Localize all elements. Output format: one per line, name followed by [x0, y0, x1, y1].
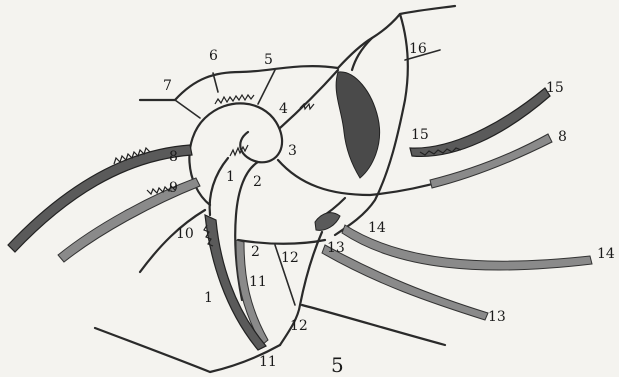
label-11-lower: 11 — [259, 354, 277, 370]
label-7: 7 — [163, 78, 172, 94]
label-8-right: 8 — [558, 129, 567, 145]
label-14-right: 14 — [597, 246, 615, 262]
label-16: 16 — [409, 41, 427, 57]
label-15-right: 15 — [546, 80, 564, 96]
label-12-upper: 12 — [281, 250, 299, 266]
label-9: 9 — [169, 180, 178, 196]
label-8-left: 8 — [169, 149, 178, 165]
label-2-lower: 2 — [251, 244, 260, 260]
label-15-left: 15 — [411, 127, 429, 143]
label-13-right: 13 — [488, 309, 506, 325]
label-2-upper: 2 — [253, 174, 262, 190]
label-3: 3 — [288, 143, 297, 159]
figure-number: 5 — [331, 353, 344, 377]
label-13-left: 13 — [327, 240, 345, 256]
label-11-upper: 11 — [249, 274, 267, 290]
label-1-lower: 1 — [204, 290, 213, 306]
label-14-left: 14 — [368, 220, 386, 236]
label-10: 10 — [176, 226, 194, 242]
label-1-upper: 1 — [226, 169, 235, 185]
label-5: 5 — [264, 52, 273, 68]
label-6: 6 — [209, 48, 218, 64]
label-4: 4 — [279, 101, 288, 117]
label-12-lower: 12 — [290, 318, 308, 334]
